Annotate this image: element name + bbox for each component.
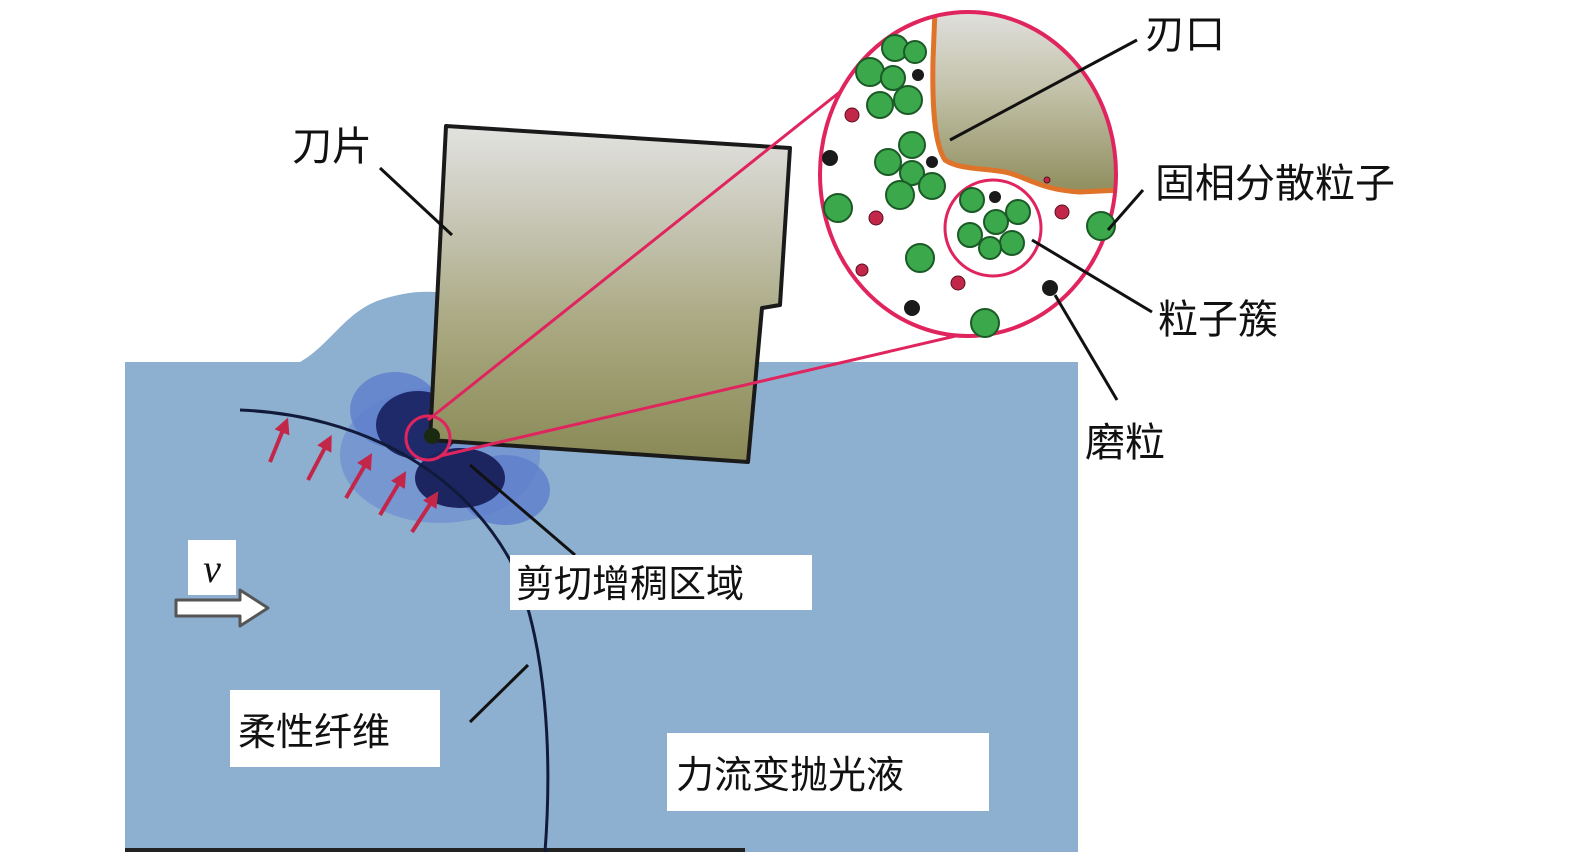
force-arrows [268,417,439,534]
up-right-arrow-icon [306,434,332,481]
fiber-label-box [230,690,440,767]
up-right-arrow-icon [344,453,373,500]
leader-lines [378,38,1153,724]
right-arrow-icon [174,588,270,628]
shear-zone-label: 剪切增稠区域 [516,562,744,606]
up-right-arrow-icon [410,491,439,534]
abrasive-label: 磨粒 [1085,420,1165,466]
particle-cluster-label: 粒子簇 [1158,297,1278,343]
velocity-indicator: v [174,540,270,628]
small-red-particles [844,107,1070,291]
shear-zone-label-box [510,555,812,610]
fluid-label: 力流变抛光液 [676,753,904,797]
edge-label: 刃口 [1145,12,1225,58]
up-right-arrow-icon [378,471,407,517]
velocity-label: v [203,546,221,591]
blade-label: 刀片 [292,124,372,170]
fluid-label-box [667,733,989,811]
particle-cluster [943,178,1043,278]
fiber-label: 柔性纤维 [238,710,390,754]
flexible-fiber-curve [239,408,550,853]
solid-particles-label: 固相分散粒子 [1155,161,1395,207]
abrasive-grains [822,69,1058,316]
solid-particles [823,34,1116,338]
edge-core [424,428,440,444]
up-right-arrow-icon [268,417,290,463]
edge-focus-circle [404,414,452,462]
zoom-lines [427,58,991,458]
